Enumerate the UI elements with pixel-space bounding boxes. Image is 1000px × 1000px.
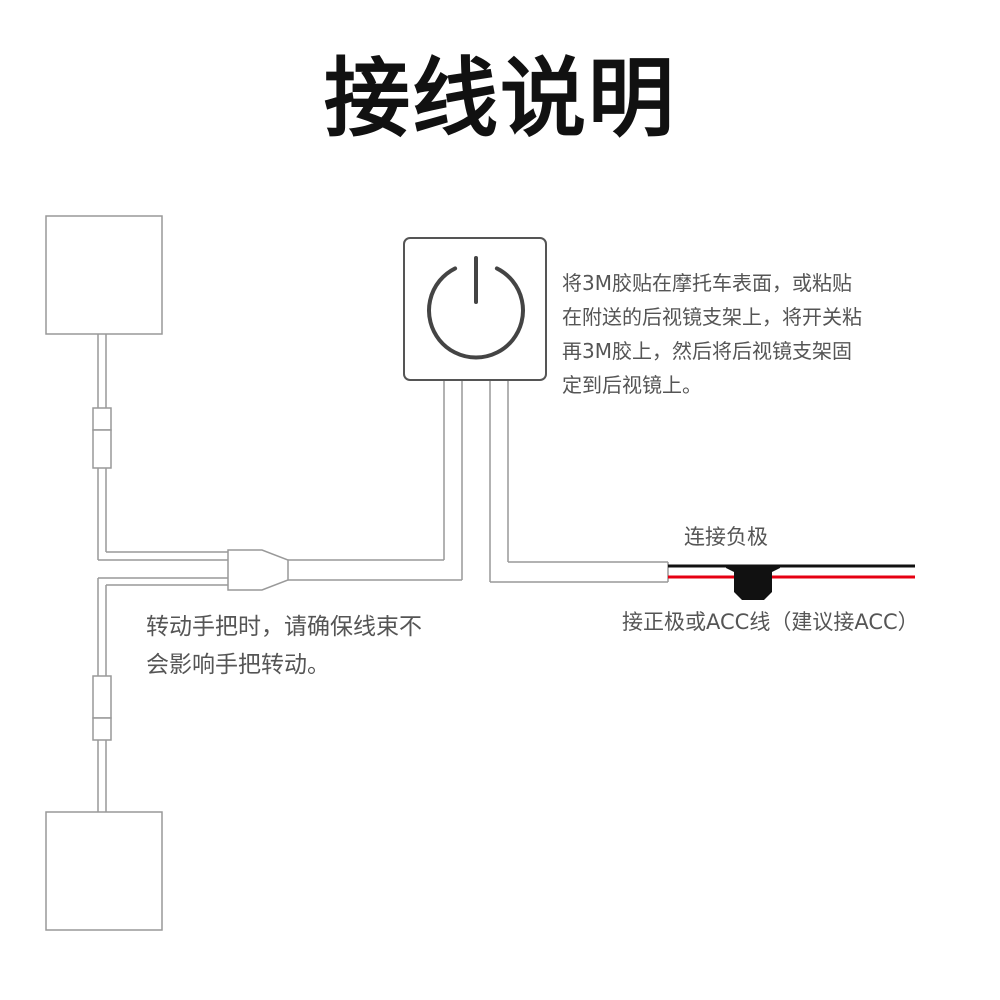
y-splitter — [227, 549, 289, 591]
bottom-module-wire — [97, 577, 228, 812]
top-module-wire — [97, 334, 228, 561]
light-module-top — [45, 215, 163, 335]
switch-cable-left — [288, 380, 463, 581]
negative-label: 连接负极 — [684, 525, 768, 549]
handlebar-warning: 转动手把时，请确保线束不 会影响手把转动。 — [146, 614, 422, 678]
light-module-bottom — [45, 811, 163, 931]
top-module-connector — [92, 407, 112, 469]
mounting-instructions: 将3M胶贴在摩托车表面，或粘贴 在附送的后视镜支架上，将开关粘 再3M胶上，然后… — [562, 271, 862, 397]
power-icon — [427, 256, 525, 360]
positive-label: 接正极或ACC线（建议接ACC） — [622, 610, 919, 634]
fuse-holder — [726, 566, 780, 600]
bottom-module-connector — [92, 675, 112, 741]
page-title: 接线说明 — [324, 49, 676, 149]
switch-cable-right — [489, 380, 669, 583]
